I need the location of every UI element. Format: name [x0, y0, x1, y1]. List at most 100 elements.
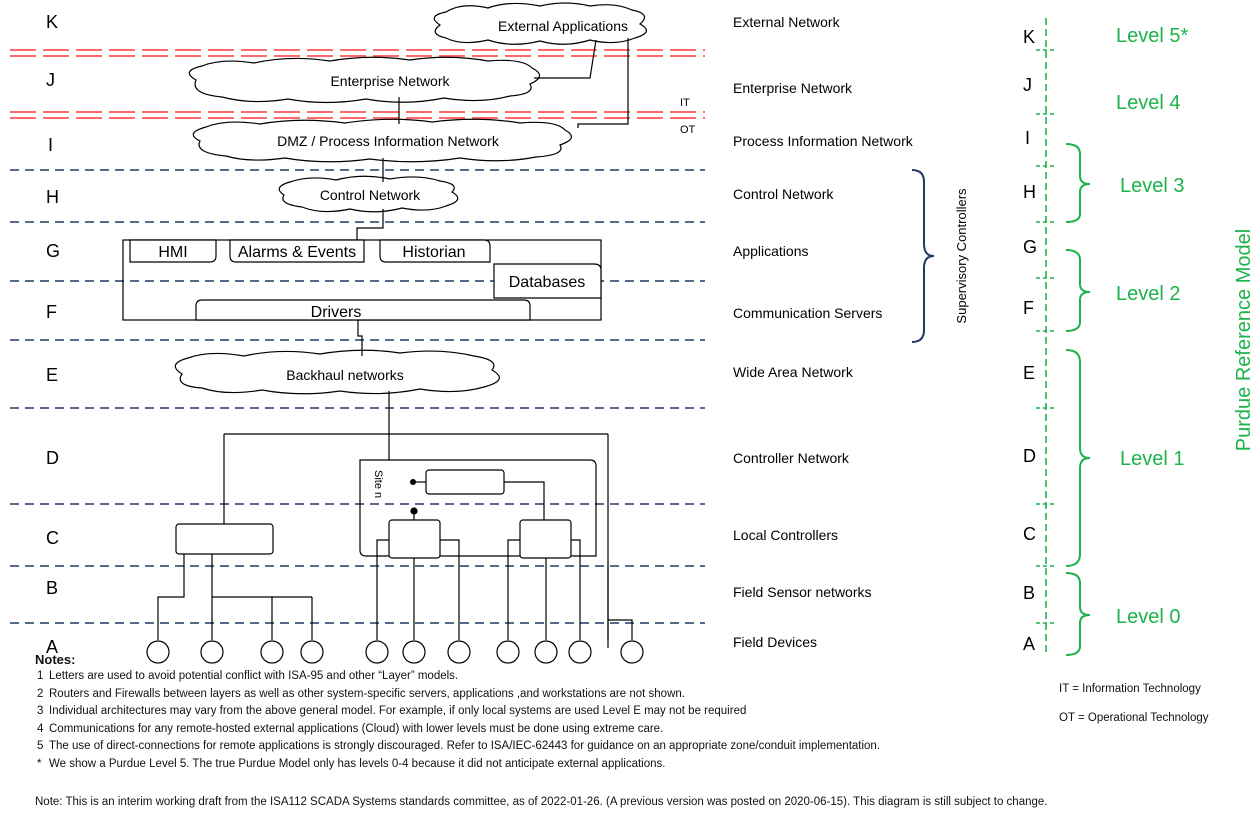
- cloud-label-enterprise: Enterprise Network: [330, 73, 450, 89]
- link-drivers-backhaul: [357, 320, 363, 356]
- legend-ot: OT = Operational Technology: [1059, 712, 1209, 724]
- local-controller-1: [175, 523, 274, 555]
- purdue-bracket-level3: [1065, 143, 1091, 223]
- link-site-local2: [504, 481, 545, 520]
- note-item: 2 Routers and Firewalls between layers as…: [35, 686, 1035, 704]
- cloud-label-backhaul: Backhaul networks: [286, 367, 404, 383]
- purdue-letter-a: A: [1023, 634, 1035, 654]
- field-device: [365, 640, 389, 664]
- purdue-letter-f: F: [1023, 298, 1034, 318]
- network-name-i: Process Information Network: [733, 133, 914, 149]
- network-names: External Network Enterprise Network Proc…: [733, 14, 914, 650]
- note-text: Routers and Firewalls between layers as …: [49, 687, 685, 700]
- field-device: [496, 640, 520, 664]
- network-name-e: Wide Area Network: [733, 364, 854, 380]
- box-alarms: [229, 239, 365, 263]
- purdue-letter-h: H: [1023, 182, 1036, 202]
- cloud-label-control: Control Network: [320, 187, 421, 203]
- network-name-d: Controller Network: [733, 450, 850, 466]
- purdue-letter-g: G: [1023, 237, 1037, 257]
- cloud-label-external: External Applications: [498, 18, 628, 34]
- purdue-level-0: Level 0: [1116, 606, 1181, 628]
- legend-it: IT = Information Technology: [1059, 683, 1201, 695]
- purdue-bracket-level2: [1065, 249, 1091, 332]
- note-number: 1: [37, 670, 44, 682]
- level-letter-c: C: [46, 528, 59, 548]
- purdue-letter-d: D: [1023, 446, 1036, 466]
- applications-frame: HMI Alarms & Events Historian Databases …: [122, 239, 602, 321]
- level-letter-b: B: [46, 578, 58, 598]
- note-text: Communications for any remote-hosted ext…: [49, 722, 664, 735]
- wire-lc2-a: [376, 539, 389, 640]
- network-name-f: Communication Servers: [733, 305, 882, 321]
- level-letter-e: E: [46, 365, 58, 385]
- cloud-label-dmz: DMZ / Process Information Network: [277, 133, 500, 149]
- network-name-k: External Network: [733, 14, 841, 30]
- field-device: [447, 640, 471, 664]
- local-controller-2: [388, 519, 441, 559]
- purdue-axis: [1036, 18, 1056, 656]
- purdue-letter-j: J: [1023, 75, 1032, 95]
- cloud-control-network: Control Network: [278, 175, 459, 213]
- notes-section: Notes: 1 Letters are used to avoid potent…: [35, 652, 1035, 774]
- purdue-bracket-level0: [1065, 572, 1091, 656]
- purdue-letter-k: K: [1023, 27, 1035, 47]
- note-text: Individual architectures may vary from t…: [49, 705, 747, 718]
- network-name-j: Enterprise Network: [733, 80, 853, 96]
- site-n-group: Site n: [359, 459, 597, 557]
- level-letter-i: I: [48, 135, 53, 155]
- draft-footnote: Note: This is an interim working draft f…: [35, 796, 1048, 808]
- zone-boundaries: [10, 169, 705, 624]
- site-controller-dot: [410, 479, 416, 485]
- site-n-frame: [359, 459, 597, 557]
- link-external-enterprise: [534, 39, 597, 79]
- box-databases-label: Databases: [509, 274, 586, 291]
- local-controller-2-dot: [410, 507, 418, 515]
- field-wiring: [157, 539, 633, 640]
- purdue-level-4: Level 4: [1116, 92, 1181, 114]
- network-name-g: Applications: [733, 243, 809, 259]
- note-number: 4: [37, 722, 44, 735]
- note-item: 4 Communications for any remote-hosted ex…: [35, 721, 1035, 739]
- supervisory-label: Supervisory Controllers: [954, 188, 969, 324]
- purdue-letter-e: E: [1023, 363, 1035, 383]
- cloud-external-applications: External Applications: [433, 2, 647, 45]
- level-letter-d: D: [46, 448, 59, 468]
- purdue-reference-label: Purdue Reference Model: [1233, 229, 1255, 451]
- wire-right-device: [608, 619, 633, 640]
- box-drivers: [195, 299, 531, 321]
- purdue-brackets: [1065, 143, 1091, 656]
- local-controllers: [175, 507, 572, 559]
- purdue-bracket-level1: [1065, 349, 1091, 567]
- box-drivers-label: Drivers: [311, 304, 362, 321]
- note-number: *: [37, 757, 42, 770]
- purdue-letter-c: C: [1023, 524, 1036, 544]
- note-item: 1 Letters are used to avoid potential con…: [35, 668, 1035, 686]
- wire-lc2-c: [440, 539, 460, 640]
- level-letters: K J I H G F E D C B A: [46, 12, 60, 657]
- wire-lc3-a: [507, 539, 520, 640]
- purdue-level-5: Level 5*: [1116, 25, 1188, 47]
- box-historian: [379, 239, 491, 263]
- note-item: *We show a Purdue Level 5. The true Purd…: [35, 756, 1035, 774]
- note-text: Letters are used to avoid potential conf…: [49, 670, 459, 682]
- level-letter-f: F: [46, 302, 57, 322]
- supervisory-bracket: [911, 169, 935, 343]
- level-letter-a: A: [46, 637, 58, 657]
- network-name-a: Field Devices: [733, 634, 817, 650]
- cloud-backhaul: Backhaul networks: [174, 349, 500, 395]
- box-hmi: [129, 239, 217, 263]
- box-databases: [493, 263, 602, 299]
- link-control-apps: [356, 209, 384, 240]
- level-letter-h: H: [46, 187, 59, 207]
- note-number: 2: [37, 687, 44, 700]
- level-letter-k: K: [46, 12, 58, 32]
- it-ot-boundaries: [10, 49, 705, 119]
- network-name-b: Field Sensor networks: [733, 584, 872, 600]
- box-hmi-label: HMI: [158, 244, 187, 261]
- link-external-dmz: [577, 38, 629, 128]
- note-number: 3: [37, 705, 44, 718]
- notes-header: Notes:: [35, 652, 76, 667]
- note-number: 5: [37, 740, 44, 753]
